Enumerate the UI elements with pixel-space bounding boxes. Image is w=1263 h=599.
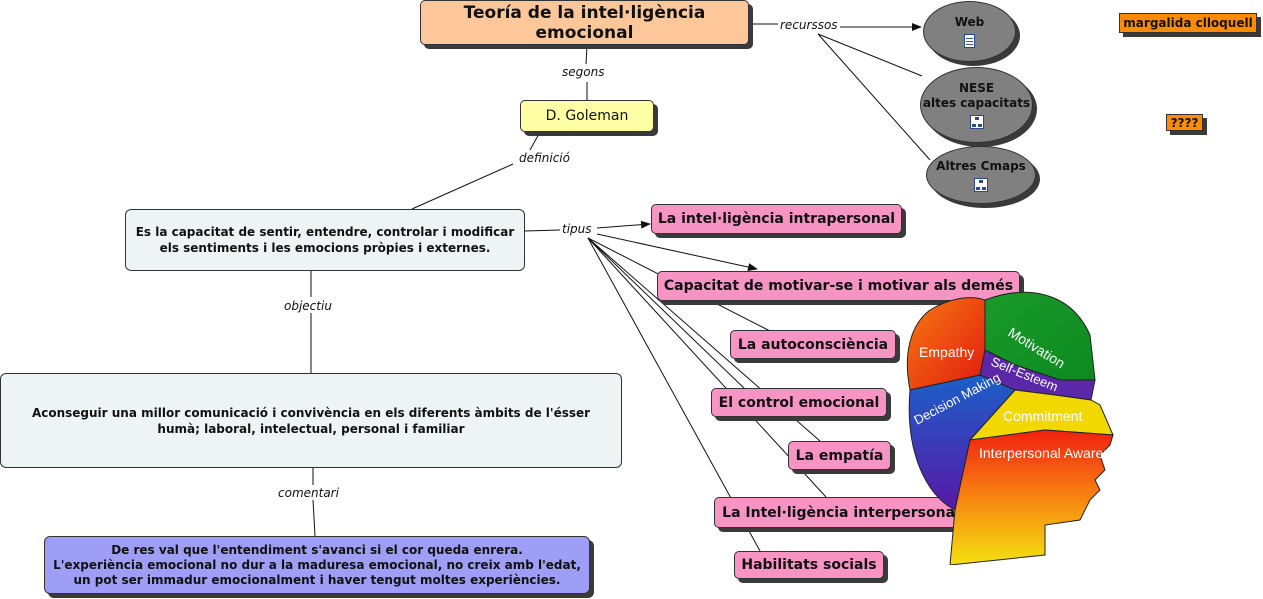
comment-line-3: un pot ser immadur emocionalment i haver… <box>73 572 561 587</box>
resource-nese-line-2: altes capacitats <box>922 96 1031 110</box>
link-label-comentari: comentari <box>276 486 341 500</box>
resource-altres-cmaps[interactable]: Altres Cmaps <box>926 146 1036 204</box>
resource-web[interactable]: Web <box>923 1 1016 62</box>
map-title[interactable]: Teoría de la intel·ligència emocional <box>420 0 749 45</box>
link-label-segons: segons <box>560 65 607 79</box>
objective-node[interactable]: Aconseguir una millor comunicació i conv… <box>0 373 622 468</box>
type-empathy[interactable]: La empatía <box>788 441 891 470</box>
type-motivation[interactable]: Capacitat de motivar-se i motivar als de… <box>657 271 1020 301</box>
head-label-empathy: Empathy <box>919 344 974 360</box>
link-label-tipus: tipus <box>560 222 594 236</box>
comment-line-2: L'experiència emocional no dur a la madu… <box>53 557 581 572</box>
comment-line-1: De res val que l'entendiment s'avanci si… <box>111 542 523 557</box>
type-interpersonal[interactable]: La Intel·ligència interpersonal <box>714 497 968 528</box>
head-label-commitment: Commitment <box>1003 408 1082 424</box>
resource-nese[interactable]: NESE altes capacitats <box>920 67 1033 143</box>
type-intrapersonal[interactable]: La intel·ligència intrapersonal <box>651 204 902 234</box>
emotional-intelligence-head-image: Motivation Empathy Self-Esteem Decision … <box>906 291 1120 565</box>
web-page-icon[interactable] <box>964 34 975 48</box>
concept-map-icon[interactable] <box>974 177 988 192</box>
link-label-definicio: definició <box>517 151 572 165</box>
resource-altres-label: Altres Cmaps <box>936 158 1026 173</box>
concept-map-icon[interactable] <box>969 115 984 129</box>
type-emotional-control[interactable]: El control emocional <box>711 388 887 417</box>
unknown-tag[interactable]: ???? <box>1166 114 1203 131</box>
author-tag[interactable]: margalida clloquell <box>1119 13 1257 33</box>
type-self-awareness[interactable]: La autoconsciència <box>730 330 896 359</box>
head-label-interpersonal-awareness: Interpersonal Awareness <box>979 445 1120 461</box>
link-label-objectiu: objectiu <box>282 299 334 313</box>
resource-web-label: Web <box>954 15 985 29</box>
link-label-recursos: recurssos <box>778 18 840 32</box>
resource-nese-line-1: NESE <box>958 81 995 95</box>
author-node[interactable]: D. Goleman <box>520 100 654 132</box>
definition-node[interactable]: Es la capacitat de sentir, entendre, con… <box>125 209 525 271</box>
comment-node[interactable]: De res val que l'entendiment s'avanci si… <box>44 536 590 594</box>
type-social-skills[interactable]: Habilitats socials <box>734 551 884 579</box>
